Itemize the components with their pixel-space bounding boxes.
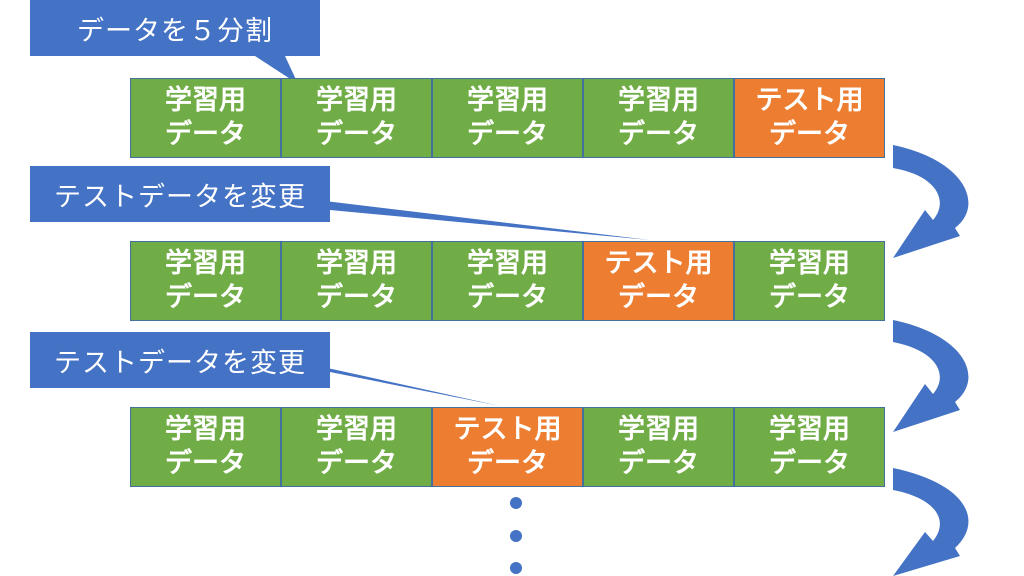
train-data-cell: 学習用データ — [281, 241, 432, 321]
train-data-cell: 学習用データ — [734, 407, 885, 487]
cell-label-line1: 学習用 — [165, 248, 246, 280]
test-data-cell: テスト用データ — [432, 407, 583, 487]
callout-tail-1 — [255, 56, 298, 84]
fold-row-3: 学習用データ学習用データテスト用データ学習用データ学習用データ — [130, 407, 885, 487]
callout-split: データを５分割 — [30, 0, 320, 56]
callout-change-test-1: テストデータを変更 — [30, 166, 330, 222]
cell-label-line1: テスト用 — [755, 85, 864, 117]
cell-label-line2: データ — [467, 282, 548, 313]
train-data-cell: 学習用データ — [432, 78, 583, 158]
train-data-cell: 学習用データ — [130, 78, 281, 158]
ellipsis-dot-3 — [510, 562, 522, 574]
train-data-cell: 学習用データ — [281, 407, 432, 487]
test-data-cell: テスト用データ — [583, 241, 734, 321]
train-data-cell: 学習用データ — [432, 241, 583, 321]
cell-label-line1: 学習用 — [165, 85, 246, 117]
train-data-cell: 学習用データ — [583, 407, 734, 487]
cell-label-line1: 学習用 — [316, 85, 397, 117]
cell-label-line2: データ — [769, 119, 850, 150]
fold-row-1: 学習用データ学習用データ学習用データ学習用データテスト用データ — [130, 78, 885, 158]
cell-label-line2: データ — [618, 448, 699, 479]
cell-label-line2: データ — [618, 119, 699, 150]
test-data-cell: テスト用データ — [734, 78, 885, 158]
cell-label-line1: 学習用 — [316, 248, 397, 280]
train-data-cell: 学習用データ — [281, 78, 432, 158]
cell-label-line2: データ — [769, 282, 850, 313]
cell-label-line2: データ — [316, 282, 397, 313]
cell-label-line1: テスト用 — [453, 414, 562, 446]
cell-label-line2: データ — [467, 448, 548, 479]
cell-label-line2: データ — [316, 448, 397, 479]
train-data-cell: 学習用データ — [734, 241, 885, 321]
ellipsis-dot-1 — [510, 497, 522, 509]
cell-label-line1: 学習用 — [769, 414, 850, 446]
curved-arrow-2 — [893, 320, 969, 432]
cell-label-line1: 学習用 — [618, 85, 699, 117]
curved-arrow-3 — [893, 468, 969, 576]
train-data-cell: 学習用データ — [583, 78, 734, 158]
cell-label-line2: データ — [316, 119, 397, 150]
curved-arrow-1 — [893, 145, 969, 258]
cell-label-line1: 学習用 — [769, 248, 850, 280]
ellipsis-dot-2 — [510, 530, 522, 542]
cell-label-line1: テスト用 — [604, 248, 713, 280]
fold-row-2: 学習用データ学習用データ学習用データテスト用データ学習用データ — [130, 241, 885, 321]
cell-label-line2: データ — [769, 448, 850, 479]
callout-change-test-2: テストデータを変更 — [30, 332, 330, 388]
train-data-cell: 学習用データ — [130, 407, 281, 487]
cell-label-line1: 学習用 — [618, 414, 699, 446]
cell-label-line2: データ — [467, 119, 548, 150]
train-data-cell: 学習用データ — [130, 241, 281, 321]
cell-label-line1: 学習用 — [467, 248, 548, 280]
cell-label-line2: データ — [165, 119, 246, 150]
cell-label-line1: 学習用 — [467, 85, 548, 117]
callout-tail-3 — [300, 362, 500, 406]
cell-label-line2: データ — [618, 282, 699, 313]
cell-label-line2: データ — [165, 282, 246, 313]
callout-tail-2 — [300, 198, 650, 240]
cell-label-line1: 学習用 — [165, 414, 246, 446]
cell-label-line1: 学習用 — [316, 414, 397, 446]
cell-label-line2: データ — [165, 448, 246, 479]
